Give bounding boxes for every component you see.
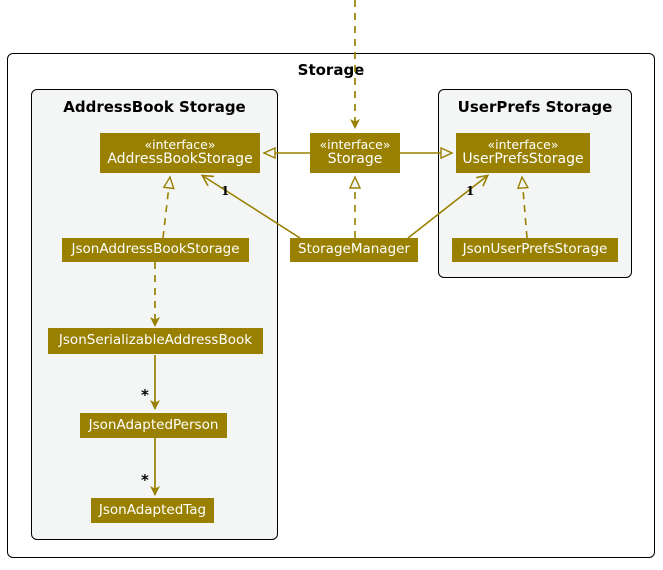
multiplicity-storagemanager-addressbookstorage: 1 (221, 184, 230, 198)
node-jsonadaptedperson[interactable]: JsonAdaptedPerson (80, 413, 227, 438)
multiplicity-person-tag: * (141, 471, 149, 489)
multiplicity-storagemanager-userprefsstorage: 1 (466, 184, 475, 198)
node-storage[interactable]: «interface» Storage (310, 133, 400, 173)
package-userprefs-storage-title: UserPrefs Storage (457, 98, 613, 116)
userprefsstorage-stereotype: «interface» (487, 137, 559, 153)
multiplicity-serializable-person: * (141, 386, 149, 404)
addressbookstorage-stereotype: «interface» (144, 137, 216, 153)
node-jsonserializableaddressbook[interactable]: JsonSerializableAddressBook (48, 328, 263, 354)
storage-stereotype: «interface» (319, 137, 391, 153)
node-userprefsstorage[interactable]: «interface» UserPrefsStorage (456, 133, 590, 173)
node-jsonaddressbookstorage[interactable]: JsonAddressBookStorage (62, 238, 249, 262)
node-storagemanager[interactable]: StorageManager (290, 238, 418, 262)
userprefsstorage-name: UserPrefsStorage (462, 151, 584, 168)
node-addressbookstorage[interactable]: «interface» AddressBookStorage (100, 133, 260, 173)
node-jsonadaptedtag[interactable]: JsonAdaptedTag (91, 498, 214, 523)
addressbookstorage-name: AddressBookStorage (107, 151, 253, 168)
package-addressbook-storage-title: AddressBook Storage (63, 98, 246, 116)
storage-name: Storage (327, 151, 383, 168)
package-storage-title: Storage (297, 61, 365, 79)
node-jsonuserprefsstorage[interactable]: JsonUserPrefsStorage (452, 238, 618, 262)
